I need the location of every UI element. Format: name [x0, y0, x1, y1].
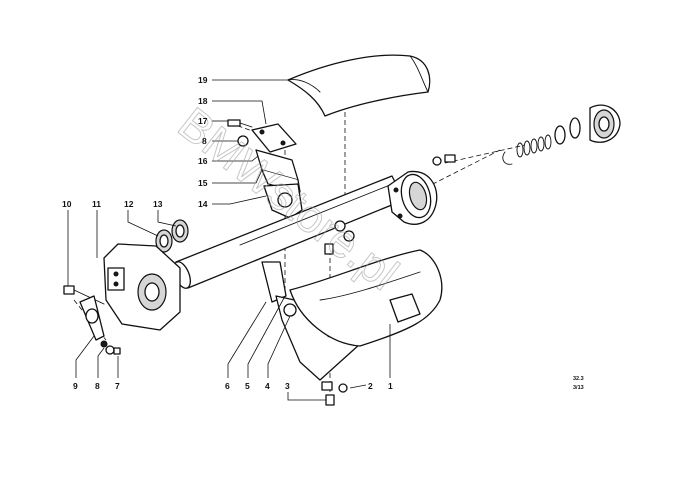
upper-cover-part [287, 54, 431, 117]
callout-label: 5 [245, 381, 250, 391]
catalog-code: 32.3 3/13 [573, 376, 584, 391]
callout-label: 10 [62, 199, 72, 209]
callout-label: 9 [73, 381, 78, 391]
callout-label: 1 [388, 381, 393, 391]
screw-10 [63, 285, 105, 305]
callout-label: 18 [198, 96, 208, 106]
callout-label: 2 [368, 381, 373, 391]
catalog-code-line: 3/13 [573, 385, 584, 391]
callout-label: 4 [265, 381, 270, 391]
callout-labels: 19 18 17 8 16 15 14 10 11 12 13 9 8 7 6 … [62, 75, 393, 391]
callout-label: 3 [285, 381, 290, 391]
callout-label: 8 [202, 136, 207, 146]
spring-coils [516, 134, 552, 158]
bottom-bolts [325, 383, 348, 406]
callout-label: 13 [153, 199, 163, 209]
switch-housing [103, 243, 181, 331]
leader-lines [67, 79, 391, 401]
ring-13 [171, 219, 189, 243]
catalog-code-line: 32.3 [573, 376, 584, 382]
callout-label: 11 [92, 199, 101, 209]
callout-label: 17 [198, 116, 208, 126]
ring-12 [155, 229, 173, 253]
tube-flange [387, 170, 438, 225]
callout-label: 7 [115, 381, 120, 391]
lower-cover-part [289, 249, 443, 347]
callout-label: 15 [198, 178, 208, 188]
callout-label: 12 [124, 199, 134, 209]
flange-bolt [432, 154, 456, 166]
bearing-spring-assembly [502, 104, 621, 165]
callout-label: 16 [198, 156, 208, 166]
callout-label: 19 [198, 75, 208, 85]
tube-bolts [324, 220, 355, 255]
callout-label: 6 [225, 381, 230, 391]
lever-part [79, 295, 121, 355]
callout-label: 8 [95, 381, 100, 391]
callout-label: 14 [198, 199, 208, 209]
